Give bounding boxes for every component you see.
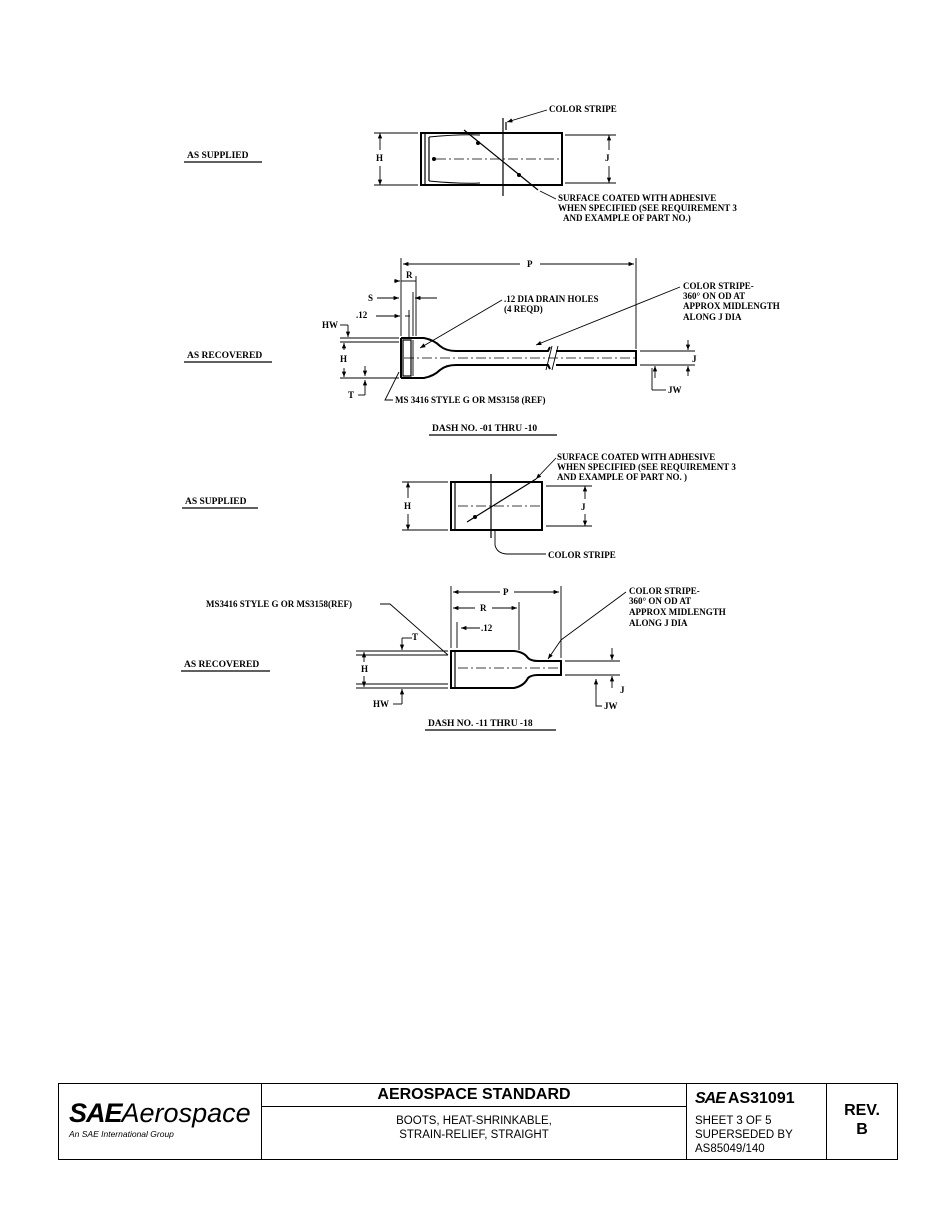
logo-tagline: An SAE International Group: [69, 1129, 174, 1139]
title-block: SAEAerospace An SAE International Group …: [58, 1083, 898, 1160]
sae-aerospace-logo: SAEAerospace: [69, 1098, 251, 1128]
fig2-stripe-line-4: ALONG J DIA: [683, 312, 742, 322]
standard-cell: AEROSPACE STANDARD BOOTS, HEAT-SHRINKABL…: [262, 1084, 687, 1159]
fig4-dim-p: P: [503, 587, 509, 597]
fig3-color-stripe-label: COLOR STRIPE: [548, 550, 616, 560]
sheet-number: SHEET 3 OF 5: [695, 1115, 772, 1127]
fig2-dim-t: T: [348, 390, 354, 400]
fig1-title: AS SUPPLIED: [187, 151, 249, 161]
figure-1-as-supplied: AS SUPPLIED COLOR STRIPE SURFACE COATED …: [184, 104, 737, 223]
fig2-boot-outline: [401, 337, 551, 379]
fig4-dim-12: .12: [481, 623, 493, 633]
superseded-label: SUPERSEDED BY: [695, 1129, 793, 1141]
fig2-boot-tail: [556, 350, 637, 366]
fig3-note-line-3: AND EXAMPLE OF PART NO. ): [557, 472, 687, 482]
logo-cell: SAEAerospace An SAE International Group: [59, 1084, 262, 1159]
fig2-dim-j: J: [692, 354, 697, 364]
fig3-title: AS SUPPLIED: [185, 497, 247, 507]
logo-aerospace-word: Aerospace: [121, 1098, 251, 1128]
logo-sae-mark: SAE: [69, 1098, 123, 1128]
fig3-note-line-1: SURFACE COATED WITH ADHESIVE: [557, 452, 715, 462]
fig1-dim-h: H: [376, 153, 383, 163]
fig2-dim-p: P: [527, 259, 533, 269]
fig4-caption: DASH NO. -11 THRU -18: [428, 719, 533, 729]
fig2-dim-h: H: [340, 354, 347, 364]
figure-3-as-supplied: AS SUPPLIED COLOR STRIPE SURFACE COATED …: [182, 452, 736, 560]
fig4-dim-t: T: [412, 632, 418, 642]
fig4-ms-ref: MS3416 STYLE G OR MS3158(REF): [206, 599, 352, 609]
fig2-stripe-line-2: 360° ON OD AT: [683, 291, 745, 301]
fig1-note-line-3: AND EXAMPLE OF PART NO.): [563, 213, 691, 223]
fig4-title: AS RECOVERED: [184, 660, 259, 670]
figure-2-as-recovered: AS RECOVERED P R S .12 HW: [184, 258, 780, 436]
fig1-tube-body: [420, 132, 563, 186]
fig2-dim-r: R: [406, 270, 413, 280]
fig4-dim-hw: HW: [373, 699, 389, 709]
fig2-holes-line-1: .12 DIA DRAIN HOLES: [504, 294, 599, 304]
fig3-note-line-2: WHEN SPECIFIED (SEE REQUIREMENT 3: [557, 462, 736, 472]
rev-label: REV.: [844, 1102, 880, 1119]
description-line-2: STRAIN-RELIEF, STRAIGHT: [399, 1129, 549, 1141]
fig1-dim-j: J: [605, 153, 610, 163]
fig4-dim-jw: JW: [604, 701, 618, 711]
standard-description: BOOTS, HEAT-SHRINKABLE, STRAIN-RELIEF, S…: [262, 1114, 686, 1142]
fig3-tube-body: [450, 481, 543, 531]
fig2-title: AS RECOVERED: [187, 351, 262, 361]
fig1-color-stripe-label: COLOR STRIPE: [549, 104, 617, 114]
fig2-dim-hw: HW: [322, 320, 338, 330]
fig2-stripe-line-1: COLOR STRIPE-: [683, 281, 754, 291]
revision-cell: REV. B: [827, 1084, 897, 1159]
superseded-doc: AS85049/140: [695, 1143, 765, 1155]
fig1-note-line-2: WHEN SPECIFIED (SEE REQUIREMENT 3: [558, 203, 737, 213]
figure-4-as-recovered: AS RECOVERED MS3416 STYLE G OR MS3158(RE…: [181, 586, 726, 731]
fig2-dim-jw: JW: [668, 385, 682, 395]
fig4-dim-j: J: [620, 685, 625, 695]
fig4-dim-r: R: [480, 603, 487, 613]
fig1-note-line-1: SURFACE COATED WITH ADHESIVE: [558, 193, 716, 203]
standard-heading: AEROSPACE STANDARD: [262, 1084, 686, 1107]
fig2-ms-ref: MS 3416 STYLE G OR MS3158 (REF): [395, 395, 546, 405]
fig4-stripe-line-3: APPROX MIDLENGTH: [629, 607, 726, 617]
fig2-dim-12: .12: [356, 310, 368, 320]
fig3-dim-h: H: [404, 501, 411, 511]
fig3-dim-j: J: [581, 502, 586, 512]
rev-value: B: [856, 1121, 868, 1138]
fig4-stripe-line-2: 360° ON OD AT: [629, 596, 691, 606]
drawing-sheet: AS SUPPLIED COLOR STRIPE SURFACE COATED …: [181, 104, 780, 731]
fig2-stripe-line-3: APPROX MIDLENGTH: [683, 301, 780, 311]
sheet-info: SHEET 3 OF 5 SUPERSEDED BY AS85049/140: [695, 1114, 793, 1156]
description-line-1: BOOTS, HEAT-SHRINKABLE,: [396, 1115, 552, 1127]
doc-sae-mark: SAE: [695, 1090, 726, 1107]
fig4-boot-outline: [450, 650, 562, 689]
fig4-stripe-line-4: ALONG J DIA: [629, 618, 688, 628]
fig2-dim-s: S: [368, 293, 373, 303]
fig4-stripe-line-1: COLOR STRIPE-: [629, 586, 700, 596]
fig2-caption: DASH NO. -01 THRU -10: [432, 424, 537, 434]
fig4-dim-h: H: [361, 664, 368, 674]
document-number: AS31091: [727, 1090, 795, 1107]
fig2-holes-line-2: (4 REQD): [504, 304, 543, 314]
